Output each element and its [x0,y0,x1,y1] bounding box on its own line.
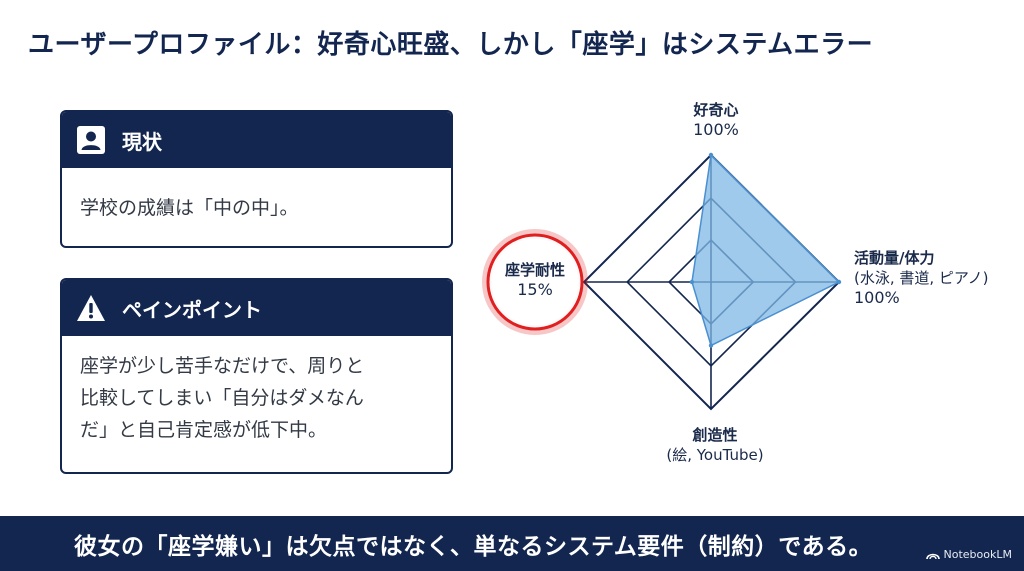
pain-point-line: だ」と自己肯定感が低下中。 [80,419,328,441]
axis-name: 座学耐性 [504,261,565,279]
axis-label-curiosity: 好奇心 100% [672,100,760,140]
status-card-header: 現状 [62,112,451,168]
axis-detail: (水泳, 書道, ピアノ) [854,269,989,287]
axis-name: 好奇心 [693,101,739,119]
radar-data-point [836,279,842,285]
pain-point-card: ペインポイント 座学が少し苦手なだけで、周りと 比較してしまい「自分はダメなん … [60,278,453,474]
pain-point-card-header: ペインポイント [62,280,451,336]
footer-banner: 彼女の「座学嫌い」は欠点ではなく、単なるシステム要件（制約）である。 Noteb… [0,516,1024,571]
person-badge-icon [76,125,106,155]
footer-message: 彼女の「座学嫌い」は欠点ではなく、単なるシステム要件（制約）である。 [74,533,873,560]
radar-data-point [689,279,695,285]
radar-grid-ring [626,197,797,367]
pain-point-line: 比較してしまい「自分はダメなん [80,387,364,409]
radar-grid-ring [667,238,755,326]
radar-grid-ring [582,153,841,411]
axis-value: 100% [854,288,900,307]
radar-data-point [708,343,714,348]
warning-icon [76,293,106,323]
status-card-heading: 現状 [122,129,162,154]
radar-data-polygon [691,153,841,347]
pain-point-card-body: 座学が少し苦手なだけで、周りと 比較してしまい「自分はダメなん だ」と自己肯定感… [62,336,451,460]
pain-point-line: 座学が少し苦手なだけで、周りと [80,355,365,377]
axis-label-creativity: 創造性 (絵, YouTube) [640,425,790,465]
brand-badge: NotebookLM [925,548,1012,561]
brand-name: NotebookLM [943,548,1012,561]
notebooklm-logo-icon [925,550,940,560]
pain-point-card-heading: ペインポイント [122,297,262,322]
axis-name: 活動量/体力 [854,249,935,267]
axis-label-activity: 活動量/体力 (水泳, 書道, ピアノ) 100% [854,248,1014,308]
radar-data-point [708,152,714,158]
axis-value: 15% [517,280,553,299]
status-card-body: 学校の成績は「中の中」。 [80,197,299,219]
axis-detail: (絵, YouTube) [666,446,764,464]
axis-value: 100% [693,120,739,139]
status-card: 現状 学校の成績は「中の中」。 [60,110,453,248]
axis-label-study-tolerance: 座学耐性 15% [490,260,580,300]
page-title: ユーザープロファイル：好奇心旺盛、しかし「座学」はシステムエラー [28,30,874,60]
axis-name: 創造性 [692,426,738,444]
